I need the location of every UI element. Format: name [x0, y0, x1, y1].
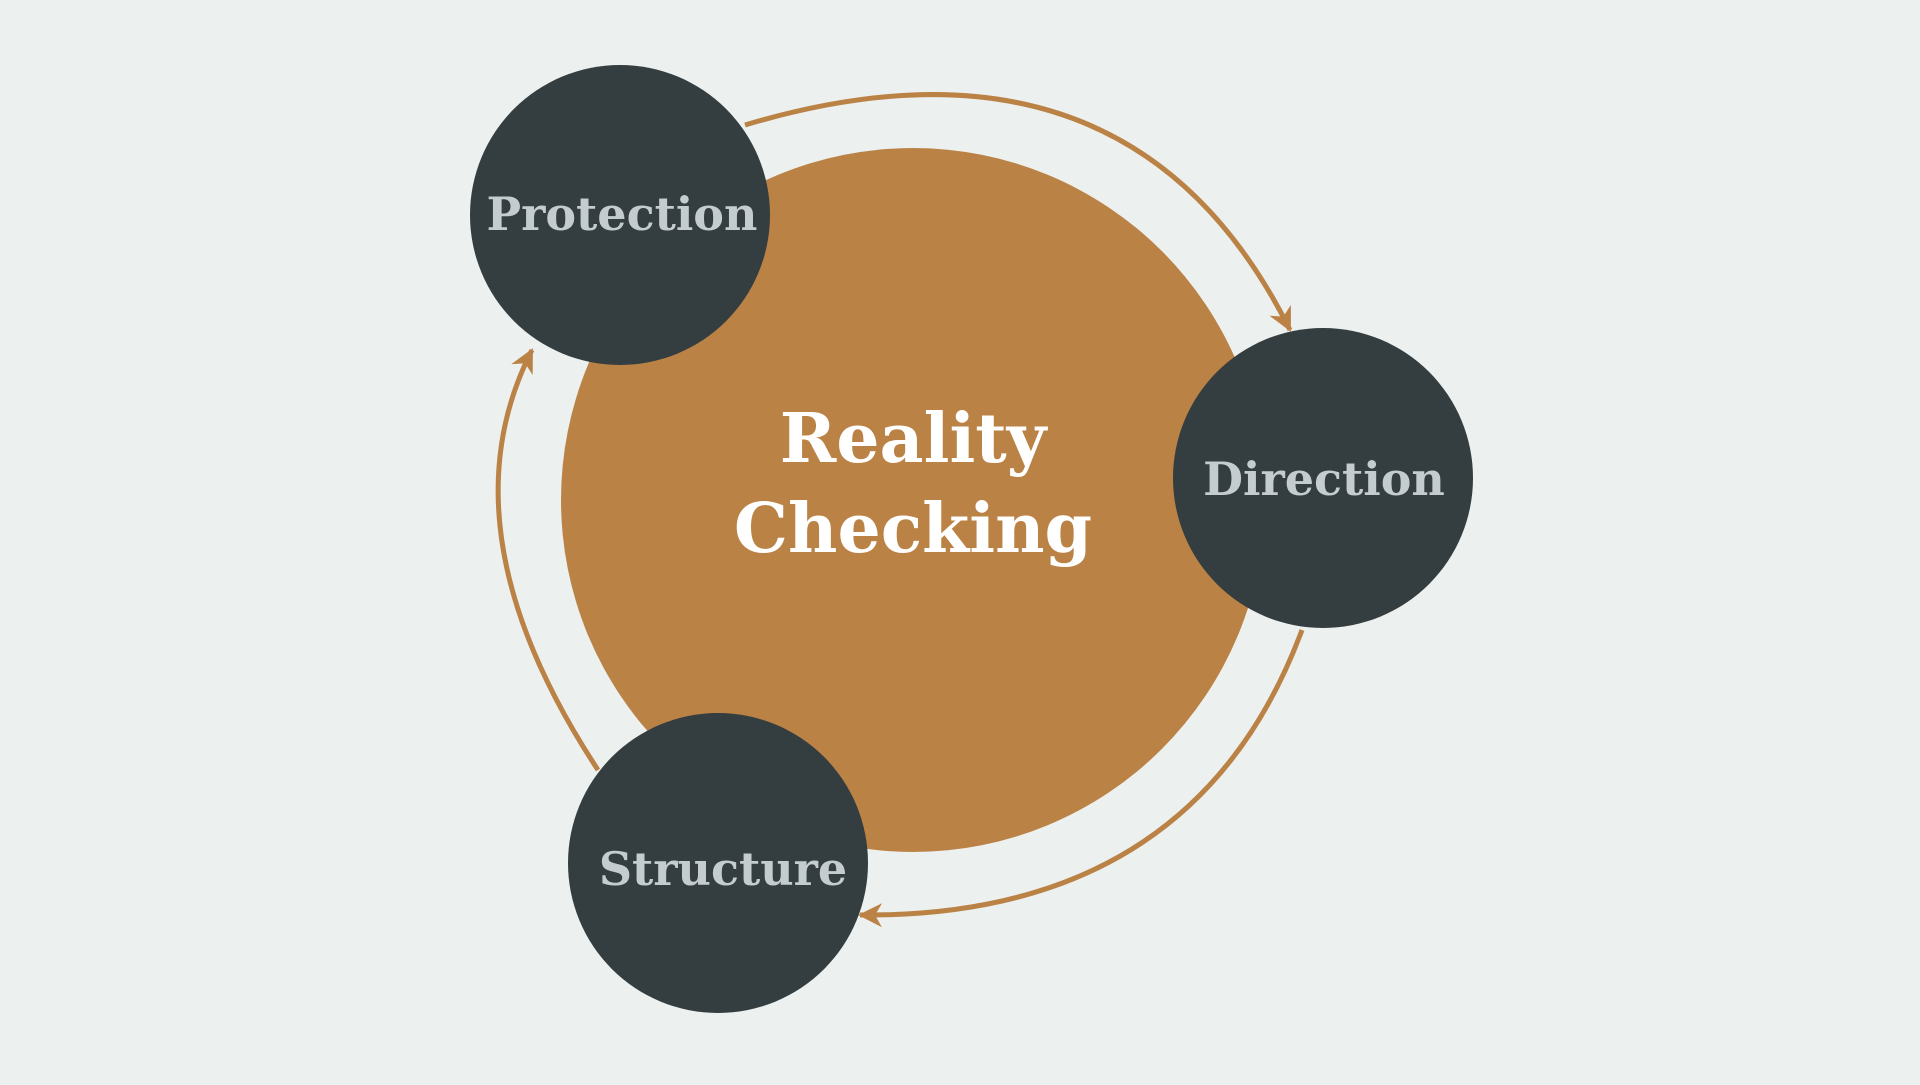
arrow-structure-to-protection	[495, 348, 601, 772]
structure-node	[568, 713, 868, 1013]
arrow-direction-to-structure	[858, 629, 1305, 928]
center-label-line2: Checking	[734, 489, 1092, 569]
center-label-line1: Reality	[780, 399, 1049, 479]
direction-node	[1173, 328, 1473, 628]
structure-label: Structure	[599, 842, 847, 896]
center-circle	[561, 148, 1265, 852]
protection-node	[470, 65, 770, 365]
protection-label: Protection	[487, 187, 758, 241]
direction-label: Direction	[1203, 452, 1445, 506]
arrow-protection-to-direction	[744, 92, 1293, 332]
